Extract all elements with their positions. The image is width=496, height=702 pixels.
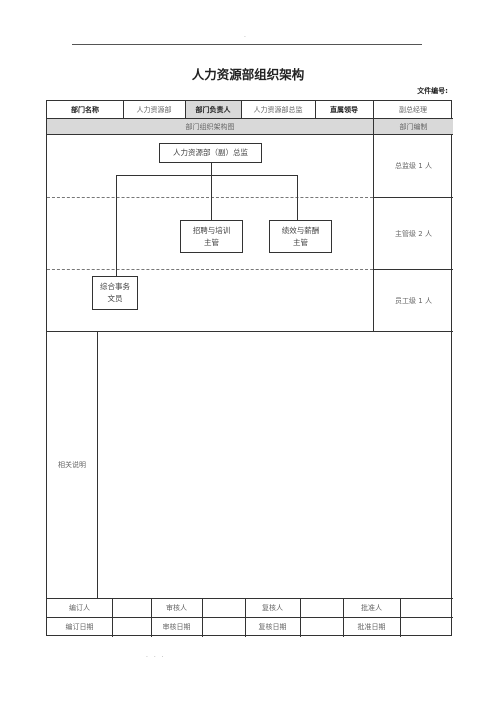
staffing-manager: 主管级 2 人	[395, 229, 432, 238]
document-title: 人力资源部组织架构	[191, 67, 305, 82]
org-node-clerk-line2: 文员	[107, 294, 123, 303]
signoff-compile-date-label: 编订日期	[65, 623, 94, 631]
signoff-recheck-date-label: 复核日期	[258, 623, 287, 631]
connector-top-down	[211, 163, 212, 175]
org-node-clerk-line1: 综合事务	[100, 282, 130, 292]
staffing-director: 总监级 1 人	[395, 162, 432, 170]
footer-marks: · · ·	[146, 654, 166, 661]
org-table: 部门名称 人力资源部 部门负责人 人力资源部总监 直属领导 副总经理 部门组织架…	[46, 100, 453, 637]
staffing-header: 部门编制	[374, 119, 453, 134]
header-mark: ·	[244, 34, 246, 41]
org-node-perf-line2: 主管	[293, 237, 308, 247]
org-node-perf-line1: 绩效与薪酬	[281, 225, 320, 235]
org-node-director: 人力资源部（副）总监	[159, 143, 262, 163]
doc-number-label: 文件编号:	[417, 87, 448, 95]
org-chart-header: 部门组织架构图	[47, 119, 373, 134]
connector-recruit	[211, 175, 212, 220]
header-rule	[72, 44, 422, 45]
signoff-review-date-label: 审核日期	[162, 623, 191, 631]
dept-head-value: 人力资源部总监	[253, 105, 303, 114]
dept-name-label: 部门名称	[71, 105, 99, 114]
signoff-approver-label: 批准人	[361, 604, 382, 612]
notes-label: 相关说明	[58, 461, 86, 469]
dept-name-value: 人力资源部	[136, 105, 172, 114]
signoff-approve-date-label: 批准日期	[357, 623, 386, 631]
connector-perf	[297, 175, 298, 220]
dept-head-label: 部门负责人	[185, 101, 241, 118]
connector-clerk	[116, 175, 117, 276]
org-node-recruit-line1: 招聘与培训	[192, 225, 231, 235]
org-node-director-label: 人力资源部（副）总监	[173, 148, 248, 158]
org-node-recruit-manager: 招聘与培训 主管	[180, 220, 243, 253]
connector-horizontal	[116, 175, 297, 176]
signoff-compiler-label: 编订人	[69, 604, 90, 612]
org-node-clerk: 综合事务 文员	[92, 276, 138, 310]
signoff-rechecker-label: 复核人	[262, 604, 283, 612]
direct-leader-value: 副总经理	[399, 105, 427, 114]
org-node-recruit-line2: 主管	[204, 237, 219, 247]
direct-leader-label: 直属领导	[330, 105, 358, 114]
staffing-staff: 员工级 1 人	[395, 296, 432, 305]
org-node-perf-manager: 绩效与薪酬 主管	[269, 220, 332, 253]
signoff-reviewer-label: 审核人	[166, 604, 187, 612]
